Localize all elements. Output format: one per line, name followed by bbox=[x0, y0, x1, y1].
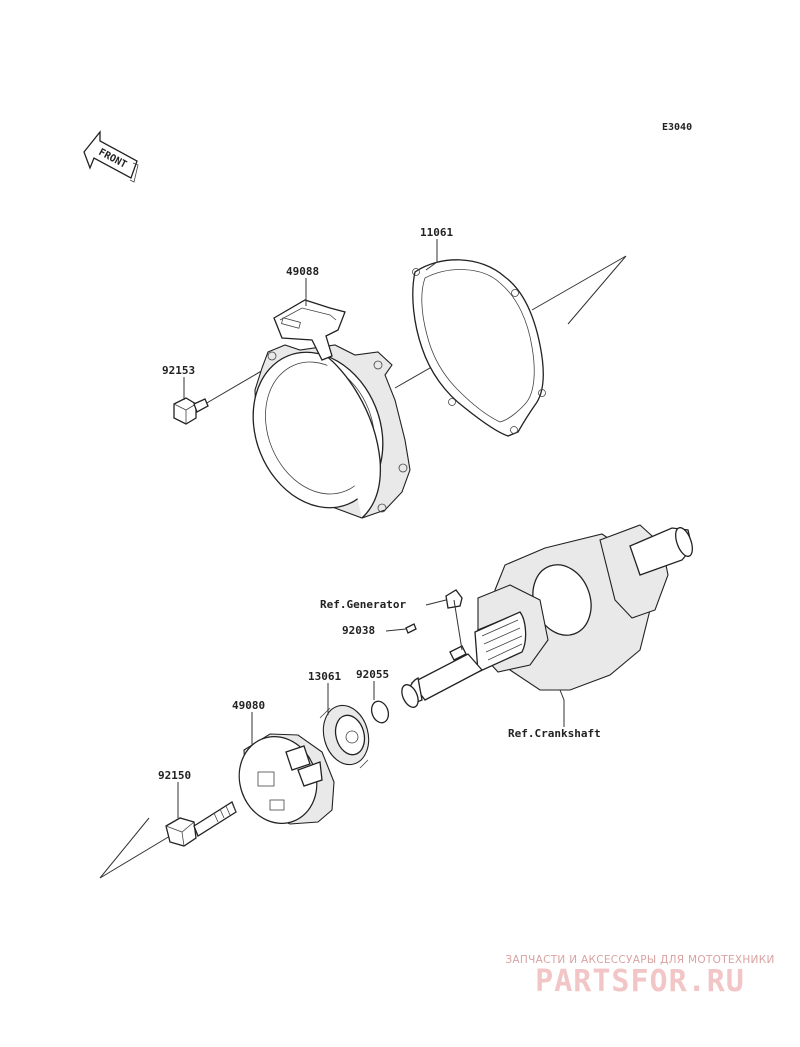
part-label-11061: 11061 bbox=[420, 226, 453, 239]
ref-label-crankshaft: Ref.Crankshaft bbox=[508, 727, 601, 740]
front-arrow-icon: FRONT bbox=[83, 130, 139, 183]
leader-ref-crankshaft bbox=[559, 689, 565, 727]
part-label-49080: 49080 bbox=[232, 699, 265, 712]
generator-ref-key bbox=[445, 589, 463, 609]
bolt-92150 bbox=[165, 801, 237, 847]
ref-label-generator: Ref.Generator bbox=[320, 598, 406, 611]
watermark-logo: PARTSFOR.RU bbox=[535, 964, 745, 999]
gear-13061 bbox=[319, 704, 370, 769]
centerline-lower-left bbox=[99, 817, 181, 879]
leader-92038 bbox=[385, 628, 407, 632]
key-92038 bbox=[405, 623, 417, 634]
part-label-92150: 92150 bbox=[158, 769, 191, 782]
starter-cup-49080 bbox=[238, 733, 335, 825]
part-label-13061: 13061 bbox=[308, 670, 341, 683]
leader-11061 bbox=[425, 239, 438, 271]
o-ring-92055 bbox=[370, 700, 390, 724]
centerline-upper-right bbox=[531, 255, 627, 325]
leader-ref-generator bbox=[425, 599, 447, 606]
diagram-code: E3040 bbox=[662, 122, 692, 133]
leader-generator-key bbox=[453, 599, 463, 651]
part-label-49088: 49088 bbox=[286, 265, 319, 278]
recoil-starter-49088 bbox=[252, 299, 411, 519]
crankshaft bbox=[401, 524, 693, 708]
bolt-92153 bbox=[173, 397, 209, 425]
part-label-92055: 92055 bbox=[356, 668, 389, 681]
part-label-92038: 92038 bbox=[342, 624, 375, 637]
part-label-92153: 92153 bbox=[162, 364, 195, 377]
watermark-tagline: ЗАПЧАСТИ И АКСЕССУАРЫ ДЛЯ МОТОТЕХНИКИ bbox=[505, 954, 775, 966]
gasket-11061 bbox=[412, 259, 546, 437]
